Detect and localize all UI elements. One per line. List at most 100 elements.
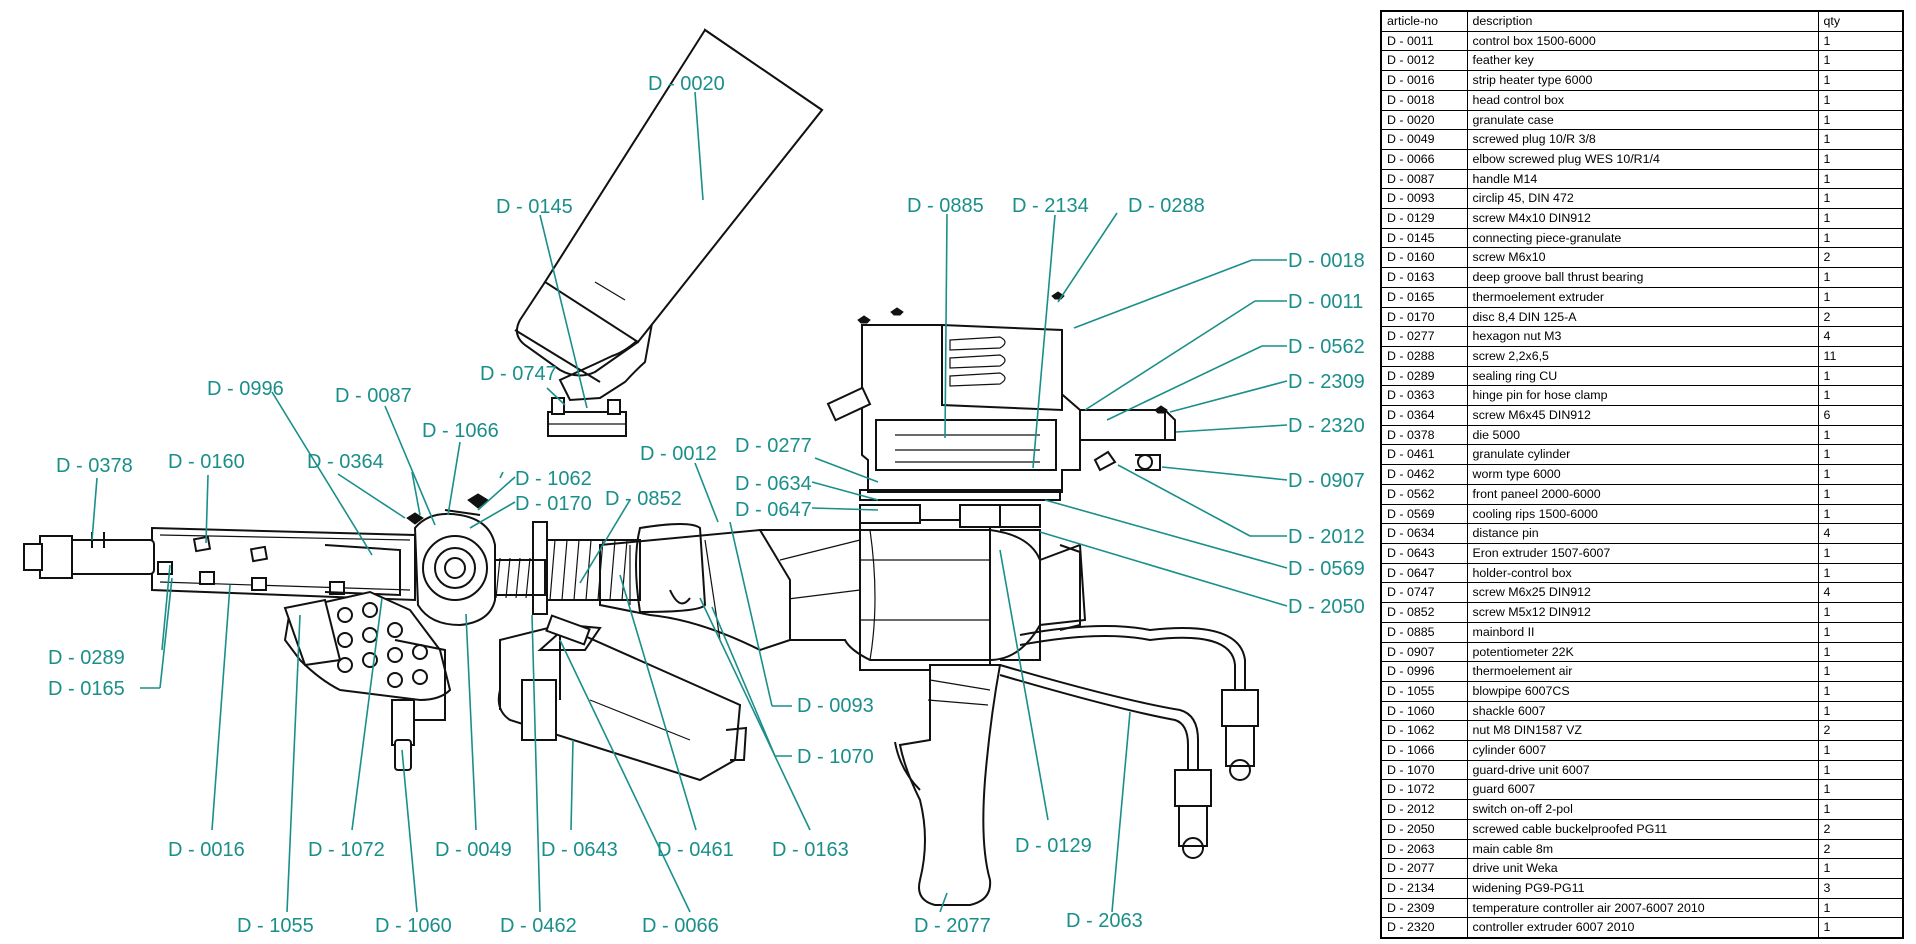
callout-d0277: D - 0277 xyxy=(735,435,812,457)
cell-description: guard-drive unit 6007 xyxy=(1466,759,1819,781)
cell-qty: 1 xyxy=(1817,779,1904,801)
cell-article-no: D - 0160 xyxy=(1380,247,1468,269)
callout-d0461: D - 0461 xyxy=(657,839,734,861)
cell-article-no: D - 0066 xyxy=(1380,148,1468,170)
callout-d0569: D - 0569 xyxy=(1288,558,1365,580)
cell-qty: 1 xyxy=(1817,621,1904,643)
cell-description: hinge pin for hose clamp xyxy=(1466,385,1819,407)
callout-d0160: D - 0160 xyxy=(168,451,245,473)
callout-d0066: D - 0066 xyxy=(642,915,719,937)
cell-description: blowpipe 6007CS xyxy=(1466,680,1819,702)
callout-d2050: D - 2050 xyxy=(1288,596,1365,618)
cell-qty: 1 xyxy=(1817,30,1904,52)
cell-article-no: D - 0012 xyxy=(1380,50,1468,72)
cell-qty: 1 xyxy=(1817,70,1904,91)
cell-article-no: D - 0852 xyxy=(1380,602,1468,623)
cell-qty: 1 xyxy=(1817,424,1904,446)
cell-article-no: D - 0747 xyxy=(1380,582,1468,604)
cell-article-no: D - 0885 xyxy=(1380,621,1468,643)
cell-article-no: D - 0634 xyxy=(1380,523,1468,544)
callout-d0996: D - 0996 xyxy=(207,378,284,400)
cell-article-no: D - 0129 xyxy=(1380,208,1468,229)
callout-d0170: D - 0170 xyxy=(515,493,592,515)
elbow-plug-shape xyxy=(545,614,591,646)
cell-article-no: D - 2309 xyxy=(1380,897,1468,919)
callout-d1062: D - 1062 xyxy=(515,468,592,490)
cell-article-no: D - 0378 xyxy=(1380,424,1468,446)
cell-article-no: D - 0569 xyxy=(1380,503,1468,525)
cell-article-no: D - 0093 xyxy=(1380,188,1468,210)
cell-article-no: D - 0020 xyxy=(1380,109,1468,131)
callout-d1055: D - 1055 xyxy=(237,915,314,937)
cell-description: potentiometer 22K xyxy=(1466,641,1819,663)
extruder-body-shape xyxy=(758,504,1087,671)
callout-d2134: D - 2134 xyxy=(1012,195,1089,217)
cell-description: strip heater type 6000 xyxy=(1466,70,1819,91)
cell-description: screw M5x12 DIN912 xyxy=(1466,602,1819,623)
cell-article-no: D - 0087 xyxy=(1380,168,1468,190)
callout-d2077: D - 2077 xyxy=(914,915,991,937)
callout-d0647: D - 0647 xyxy=(735,499,812,521)
cell-qty: 1 xyxy=(1817,385,1904,407)
cell-article-no: D - 1055 xyxy=(1380,680,1468,702)
cell-qty: 1 xyxy=(1817,168,1904,190)
cell-qty: 1 xyxy=(1817,858,1904,879)
cell-article-no: D - 0907 xyxy=(1380,641,1468,663)
cell-qty: 1 xyxy=(1817,700,1904,722)
cell-description: elbow screwed plug WES 10/R1/4 xyxy=(1466,148,1819,170)
callout-d0163: D - 0163 xyxy=(772,839,849,861)
connecting-piece-shape xyxy=(547,397,627,437)
small-screws xyxy=(857,291,1168,414)
cell-qty: 1 xyxy=(1817,917,1904,939)
cell-article-no: D - 0996 xyxy=(1380,661,1468,682)
cell-description: holder-control box xyxy=(1466,562,1819,584)
cell-description: drive unit Weka xyxy=(1466,858,1819,879)
callout-d0643: D - 0643 xyxy=(541,839,618,861)
cell-description: connecting piece-granulate xyxy=(1466,227,1819,249)
cell-description: thermoelement air xyxy=(1466,661,1819,682)
cell-qty: 1 xyxy=(1817,208,1904,229)
guard-heater-shape xyxy=(283,590,452,771)
cell-qty: 1 xyxy=(1817,641,1904,663)
cell-article-no: D - 0647 xyxy=(1380,562,1468,584)
cell-article-no: D - 0461 xyxy=(1380,444,1468,466)
cell-description: head control box xyxy=(1466,89,1819,111)
cell-qty: 1 xyxy=(1817,444,1904,466)
header-description: description xyxy=(1466,10,1819,32)
callout-d0165: D - 0165 xyxy=(48,678,125,700)
cell-article-no: D - 2012 xyxy=(1380,799,1468,820)
cell-article-no: D - 0170 xyxy=(1380,306,1468,328)
cell-article-no: D - 1070 xyxy=(1380,759,1468,781)
cell-qty: 2 xyxy=(1817,838,1904,860)
cell-description: screw M6x25 DIN912 xyxy=(1466,582,1819,604)
cell-qty: 1 xyxy=(1817,897,1904,919)
cell-description: widening PG9-PG11 xyxy=(1466,877,1819,899)
cell-qty: 1 xyxy=(1817,188,1904,210)
main-cable-shape xyxy=(999,625,1259,859)
machine-outline xyxy=(23,28,1259,906)
callout-d0289: D - 0289 xyxy=(48,647,125,669)
cell-qty: 2 xyxy=(1817,818,1904,840)
cell-article-no: D - 0364 xyxy=(1380,405,1468,426)
callout-d0907: D - 0907 xyxy=(1288,470,1365,492)
cell-description: granulate cylinder xyxy=(1466,444,1819,466)
